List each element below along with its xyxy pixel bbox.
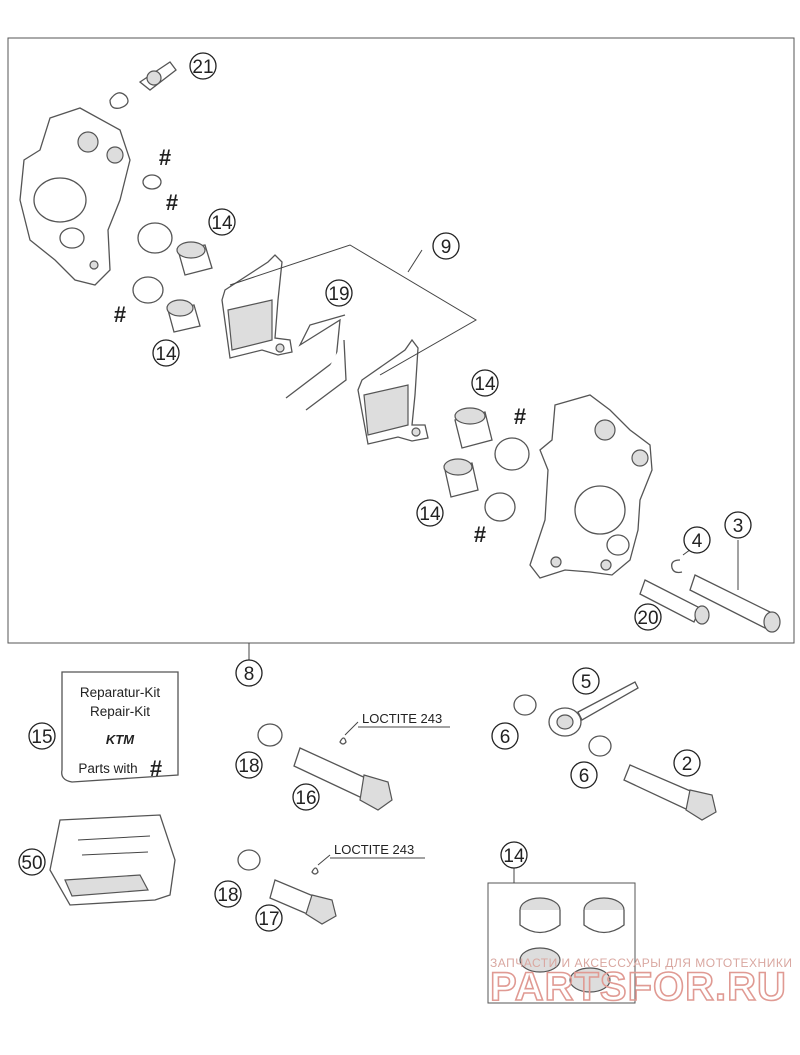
svg-text:2: 2 [682,754,693,775]
callout-2: 2 [673,749,701,777]
seal-ring [137,222,173,254]
callout-17: 17 [255,904,283,932]
svg-text:14: 14 [155,344,177,365]
callout-18: 18 [214,880,242,908]
svg-text:4: 4 [692,531,703,552]
callout-14: 14 [500,841,528,869]
svg-text:14: 14 [419,504,441,525]
callout-14: 14 [471,369,499,397]
svg-text:8: 8 [244,664,255,685]
svg-text:14: 14 [503,846,525,867]
assembly-paste-pouch [49,814,176,906]
banjo-bolt [623,764,717,821]
callout-19: 19 [325,279,353,307]
callout-14: 14 [152,339,180,367]
callout-14: 14 [416,499,444,527]
callout-5: 5 [572,667,600,695]
svg-text:14: 14 [211,213,233,234]
piston [166,299,201,333]
banjo-fitting [548,681,639,737]
loctite-drop [311,867,319,875]
svg-text:18: 18 [217,885,238,906]
caliper-half-left [19,107,131,286]
seal-ring [494,437,530,471]
seal-ring [132,276,164,304]
callout-8: 8 [235,659,263,687]
callout-3: 3 [724,511,752,539]
svg-text:19: 19 [328,284,349,305]
callout-15: 15 [28,722,56,750]
loctite-drop [339,737,347,745]
svg-text:6: 6 [500,727,511,748]
svg-text:18: 18 [238,756,259,777]
guide-pin-short [639,579,710,625]
callout-6: 6 [491,722,519,750]
loctite-label-upper: LOCTITE 243 [362,711,442,726]
caliper-half-right [529,394,653,579]
svg-text:3: 3 [733,516,744,537]
watermark-brand: PARTSFOR.RU [490,965,787,1009]
callout-50: 50 [18,848,46,876]
svg-text:9: 9 [441,237,452,258]
svg-text:14: 14 [474,374,496,395]
piston [583,897,625,934]
svg-text:15: 15 [31,727,52,748]
pad-spring [285,314,347,411]
svg-text:5: 5 [581,672,592,693]
svg-text:21: 21 [192,57,213,78]
kit-line-4: Parts with [78,761,137,776]
retaining-clip [671,559,683,574]
seal-ring [484,492,516,522]
callout-18: 18 [235,751,263,779]
piston [569,967,611,993]
hash-mark: # [166,190,178,215]
hash-mark: # [474,522,486,547]
watermark-tagline: ЗАПЧАСТИ И АКСЕССУАРЫ ДЛЯ МОТОТЕХНИКИ [490,956,792,970]
callout-14: 14 [208,208,236,236]
svg-text:17: 17 [258,909,279,930]
hash-mark: # [159,145,171,170]
hash-mark: # [114,302,126,327]
piston [519,947,561,973]
kit-line-1: Reparatur-Kit [80,685,161,700]
repair-kit-card: Reparatur-Kit Repair-Kit KTM Parts with … [61,671,179,783]
bolt [293,747,393,811]
kit-line-2: Repair-Kit [90,704,150,719]
bolt [269,879,337,925]
washer [588,735,612,757]
kit-hash: # [150,756,162,781]
washer [257,723,283,747]
callout-20: 20 [634,603,662,631]
brake-pad [221,254,293,359]
piston-kit-box [487,882,636,1004]
piston [519,897,561,934]
piston [454,407,493,449]
callout-4: 4 [683,526,711,554]
washer [513,694,537,716]
callout-21: 21 [189,52,217,80]
seal-ring [142,174,162,190]
svg-text:20: 20 [637,608,658,629]
svg-text:6: 6 [579,766,590,787]
svg-text:50: 50 [21,853,42,874]
callout-9: 9 [432,232,460,260]
bleeder-screw [109,61,177,109]
callout-6: 6 [570,761,598,789]
hash-mark: # [514,404,526,429]
loctite-label-lower: LOCTITE 243 [334,842,414,857]
washer [237,849,261,871]
brake-pad [357,338,429,445]
svg-text:16: 16 [295,788,316,809]
piston [443,458,479,498]
piston [176,241,213,276]
callout-16: 16 [292,783,320,811]
caliper-assembly-frame [7,37,795,644]
guide-pin [689,574,781,633]
ktm-logo: KTM [106,732,135,747]
pad-leader [229,244,477,376]
